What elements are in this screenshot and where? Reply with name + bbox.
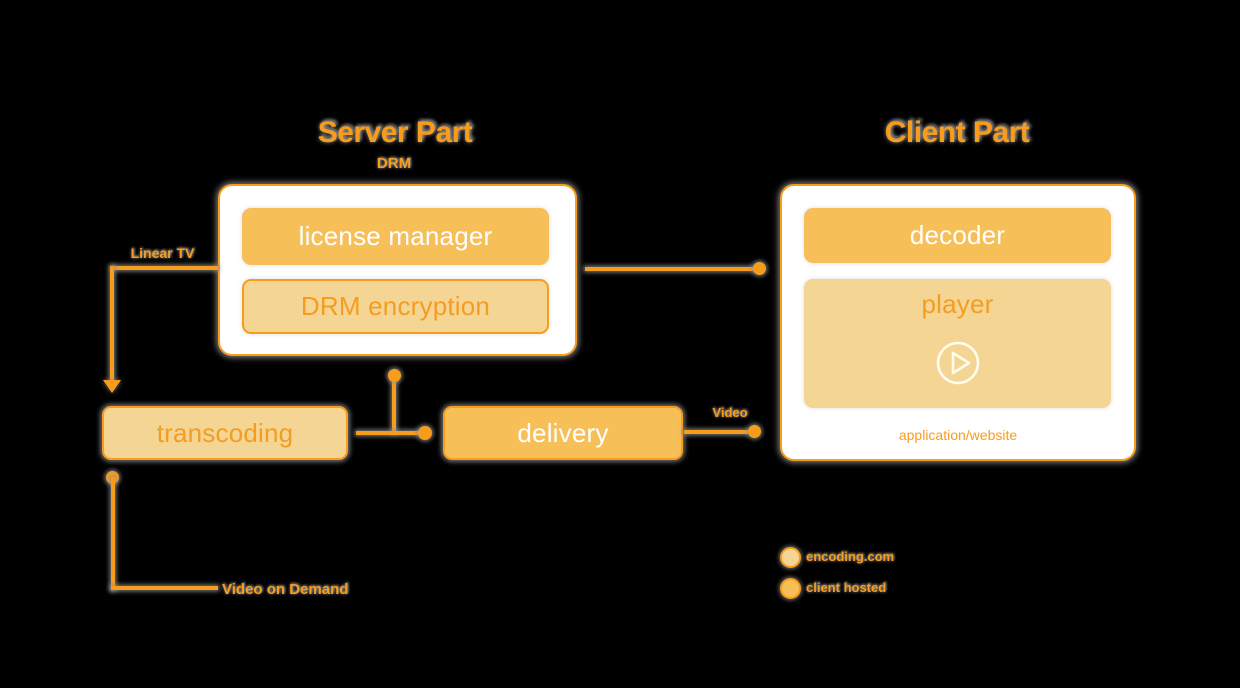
video-label: Video (712, 405, 748, 420)
license-edge-endpoint-dot (753, 262, 766, 275)
server-part-title: Server Part (317, 116, 473, 149)
video-edge-endpoint-dot (748, 425, 761, 438)
delivery-box: delivery (443, 406, 683, 460)
server-container: license manager DRM encryption (218, 184, 577, 356)
client-container: decoder player application/website (780, 184, 1136, 461)
vod-edge-horizontal (111, 586, 218, 590)
video-on-demand-label: Video on Demand (222, 581, 349, 598)
legend-swatch-encoding-com (780, 547, 801, 568)
license-manager-box: license manager (242, 208, 549, 265)
video-edge (684, 430, 748, 434)
linear-tv-edge-vertical (110, 266, 114, 380)
player-box: player (804, 279, 1111, 408)
vod-edge-vertical (111, 477, 115, 590)
legend-swatch-client-hosted (780, 578, 801, 599)
junction-top-dot (388, 369, 401, 382)
client-part-title: Client Part (884, 116, 1030, 149)
transcoding-box: transcoding (102, 406, 348, 460)
application-website-caption: application/website (898, 427, 1018, 443)
junction-edge-vertical (392, 375, 396, 433)
legend-label-encoding-com: encoding.com (806, 549, 895, 564)
play-icon (935, 340, 981, 393)
player-label: player (921, 289, 994, 319)
linear-tv-edge-horizontal (112, 266, 218, 270)
linear-tv-arrowhead-icon (103, 380, 121, 393)
legend-label-client-hosted: client hosted (806, 580, 887, 595)
drm-encryption-box: DRM encryption (242, 279, 549, 334)
junction-right-dot (418, 426, 432, 440)
decoder-box: decoder (804, 208, 1111, 263)
linear-tv-label: Linear TV (130, 245, 195, 261)
junction-edge-horizontal (356, 431, 420, 435)
drm-subtitle: DRM (376, 155, 412, 172)
license-edge (585, 267, 755, 271)
